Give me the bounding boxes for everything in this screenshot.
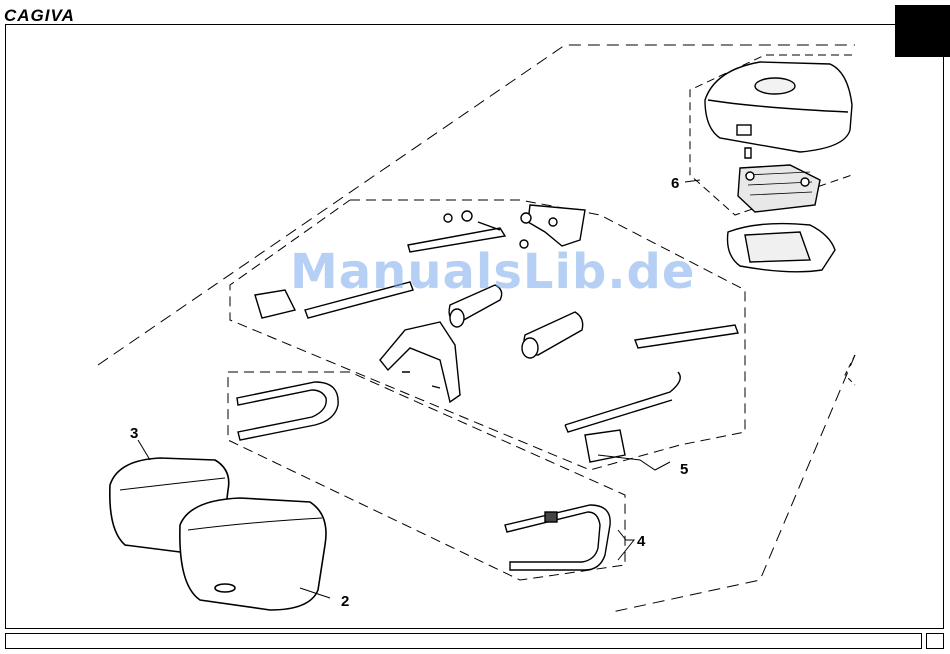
callout-2: 2 <box>341 593 349 610</box>
callout-3: 3 <box>130 425 138 442</box>
top-case <box>705 62 852 272</box>
watermark: ManualsLib.de <box>290 244 695 300</box>
callout-6: 6 <box>671 175 679 192</box>
panniers <box>110 458 326 610</box>
callout-5: 5 <box>680 461 688 478</box>
pannier-2 <box>180 498 326 610</box>
callout-4: 4 <box>637 533 646 550</box>
